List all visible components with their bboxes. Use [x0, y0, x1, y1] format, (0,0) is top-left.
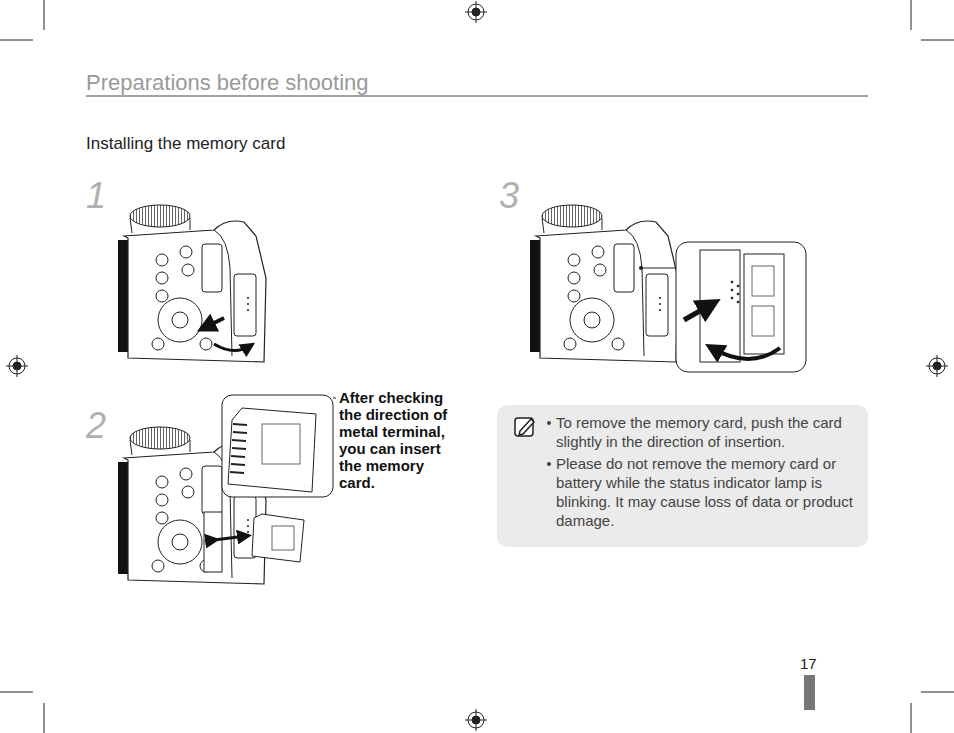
step-number: 2 — [86, 408, 106, 444]
step-number: 3 — [499, 178, 519, 214]
step1-illustration — [118, 205, 266, 362]
page-number: 17 — [800, 656, 817, 673]
step-number: 1 — [86, 178, 106, 214]
note-panel: To remove the memory card, push the card… — [497, 405, 868, 547]
note-text: To remove the memory card, push the card… — [556, 413, 856, 451]
subsection-heading: Installing the memory card — [86, 134, 285, 154]
note-text: Please do not remove the memory card or … — [556, 454, 856, 530]
registration-marks — [6, 1, 948, 731]
title-rule — [86, 96, 868, 97]
page-tab — [804, 675, 815, 710]
callout-text: After checking the direction of metal te… — [339, 390, 461, 492]
section-title: Preparations before shooting — [86, 70, 369, 96]
note-icon — [513, 415, 537, 439]
bullet-dot — [547, 462, 551, 466]
step3-illustration — [530, 205, 806, 372]
bullet-dot — [547, 421, 551, 425]
step2-illustration — [118, 395, 336, 584]
